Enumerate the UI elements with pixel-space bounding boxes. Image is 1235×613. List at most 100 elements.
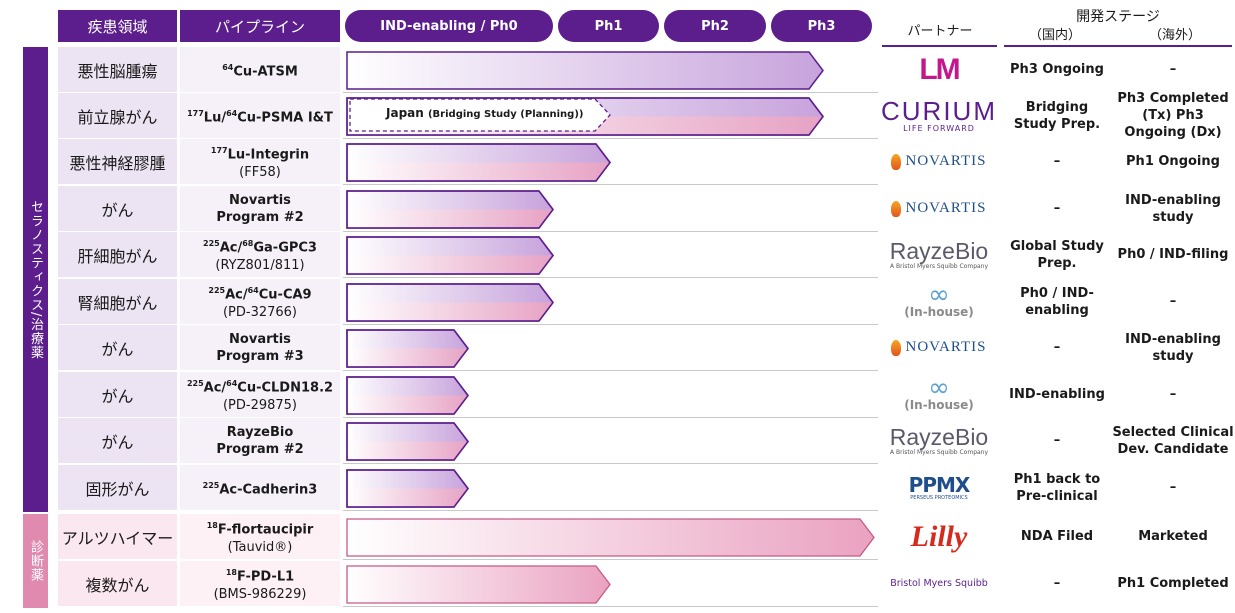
pipeline-code: Program #3 (216, 348, 304, 364)
domestic-stage: – (1053, 340, 1061, 355)
row-separator (343, 92, 878, 93)
disease-label: がん (101, 339, 134, 359)
domestic-stage: – (1053, 433, 1061, 448)
pipeline-name: Novartis (229, 331, 291, 347)
progress-arrow (346, 565, 611, 604)
pipeline-code: (RYZ801/811) (215, 257, 305, 273)
progress-arrow-lower (348, 209, 553, 228)
overseas-stage: Ph3 Completed (Tx) Ph3 Ongoing (Dx) (1117, 91, 1229, 140)
progress-arrow-lower (348, 488, 468, 507)
header-stage-ph3: Ph3 (771, 10, 872, 42)
disease-label: 複数がん (85, 575, 150, 595)
section-diagnostics: 診断薬 (23, 514, 48, 608)
novartis-logo: NOVARTIS (880, 325, 998, 370)
pipeline-cell: 18F-flortaucipir(Tauvid®) (180, 514, 340, 559)
pipeline-code: (BMS-986229) (213, 586, 307, 602)
row-separator (343, 138, 878, 139)
progress-arrow-lower (348, 441, 468, 460)
overseas-stage: Ph1 Completed (1117, 576, 1229, 591)
progress-bar (346, 518, 875, 557)
progress-bar (346, 329, 469, 368)
disease-cell: アルツハイマー (58, 514, 177, 559)
header-overseas: （海外） (1148, 28, 1201, 43)
disease-label: がん (101, 432, 134, 452)
progress-bar (346, 469, 469, 508)
isotope-sup: 18 (225, 568, 237, 578)
progress-bar (346, 283, 554, 322)
overseas-stage: IND-enabling study (1125, 192, 1221, 225)
row-separator (343, 277, 878, 278)
domestic-stage: Global Study Prep. (1010, 238, 1104, 271)
progress-arrow-lower (348, 162, 610, 181)
progress-bar (346, 51, 824, 90)
overseas-stage: – (1169, 480, 1177, 495)
isotope-sup: 64 (226, 379, 238, 389)
disease-label: 固形がん (85, 479, 150, 499)
disease-label: がん (101, 200, 134, 220)
bms-logo: Bristol Myers Squibb (890, 578, 988, 589)
pipeline-name: 177Lu-Integrin (210, 146, 310, 163)
row-separator (343, 231, 878, 232)
pipeline-name: 18F-PD-L1 (225, 568, 295, 585)
pipeline-cell: 177Lu/64Cu-PSMA I&T (180, 93, 340, 138)
progress-arrow-lower (348, 302, 553, 321)
disease-label: 悪性神経膠腫 (69, 153, 166, 173)
disease-cell: 肝細胞がん (58, 232, 177, 277)
progress-bar (346, 422, 469, 461)
header-stage-ph1: Ph1 (558, 10, 659, 42)
pipeline-name: 225Ac/68Ga-GPC3 (203, 239, 317, 256)
pipeline-cell: 64Cu-ATSM (180, 47, 340, 92)
disease-label: 悪性脳腫瘍 (77, 61, 158, 81)
pipeline-code: (FF58) (239, 164, 281, 180)
disease-cell: がん (58, 372, 177, 417)
domestic-stage: – (1053, 201, 1061, 216)
disease-cell: がん (58, 418, 177, 463)
domestic-stage: NDA Filed (1020, 529, 1094, 544)
dev-stage-underline (1004, 45, 1232, 47)
pipeline-name: 225Ac/64Cu-CA9 (208, 286, 312, 303)
domestic-stage: – (1053, 576, 1061, 591)
novartis-flame-icon (891, 200, 902, 217)
inhouse-logo: ∞(In-house) (904, 372, 974, 412)
pipeline-code: (PD-29875) (222, 397, 298, 413)
domestic-stage: Ph1 back to Pre-clinical (1013, 471, 1101, 504)
header-dev-stage: 開発ステージ (1076, 9, 1160, 25)
lm-logo: LM (919, 52, 960, 86)
progress-arrow-lower (348, 255, 553, 274)
row-separator (343, 606, 878, 607)
pipeline-code: Program #2 (216, 209, 304, 225)
domestic-stage: Ph3 Ongoing (1010, 62, 1104, 77)
header-pipeline: パイプライン (180, 10, 340, 42)
row-separator (343, 417, 878, 418)
row-separator (343, 463, 878, 464)
novartis-logo: NOVARTIS (880, 139, 998, 184)
header-stage-ph2: Ph2 (664, 10, 766, 42)
isotope-sup: 64 (222, 62, 234, 72)
pipeline-cell: 177Lu-Integrin(FF58) (180, 139, 340, 184)
domestic-stage: Bridging Study Prep. (1013, 99, 1101, 132)
row-separator (343, 510, 878, 511)
isotope-sup: 225 (203, 239, 220, 249)
pipeline-name: 177Lu/64Cu-PSMA I&T (187, 108, 333, 126)
row-separator (343, 559, 878, 560)
japan-annotation: Japan (Bridging Study (Planning)) (386, 106, 584, 120)
overseas-stage: – (1169, 387, 1177, 402)
row-separator (343, 370, 878, 371)
novartis-logo: NOVARTIS (880, 186, 998, 231)
disease-cell: 腎細胞がん (58, 279, 177, 324)
dashed-japan-arrow (349, 98, 611, 132)
isotope-sup: 225 (202, 480, 220, 490)
disease-cell: 悪性神経膠腫 (58, 139, 177, 184)
pipeline-code: Program #2 (216, 441, 304, 457)
disease-label: がん (101, 386, 134, 406)
progress-arrow-lower (348, 395, 468, 414)
pipeline-name: 64Cu-ATSM (222, 62, 298, 80)
section-therapeutics: セラノスティクス/治療薬 (23, 47, 48, 512)
isotope-sup: 68 (242, 239, 254, 249)
disease-label: 腎細胞がん (77, 293, 158, 313)
disease-label: 前立腺がん (77, 107, 158, 127)
